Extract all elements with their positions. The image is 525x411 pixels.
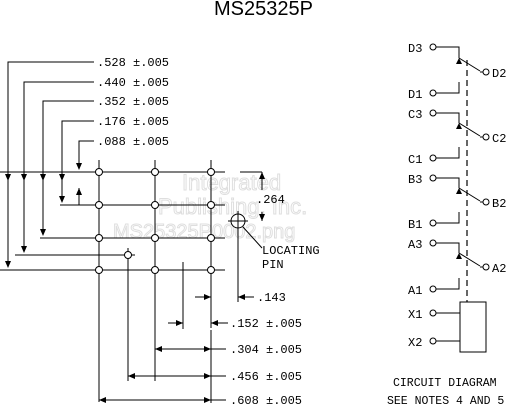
- terminal-label: A1: [408, 284, 422, 298]
- terminal-label: X1: [408, 308, 422, 322]
- terminal-label: B1: [408, 218, 422, 232]
- pin: [95, 234, 103, 242]
- dim-440: .440 ±.005: [97, 76, 169, 90]
- terminal-label: B3: [408, 173, 422, 187]
- pin: [95, 168, 103, 176]
- pin: [207, 266, 215, 274]
- circuit-note: SEE NOTES 4 AND 5: [387, 395, 504, 408]
- terminal-label: B2: [492, 197, 506, 211]
- pin: [151, 168, 159, 176]
- pin: [95, 201, 103, 209]
- dim-088: .088 ±.005: [97, 135, 169, 149]
- dim-528: .528 ±.005: [97, 56, 169, 70]
- pin: [151, 266, 159, 274]
- dim-456: .456 ±.005: [230, 370, 302, 384]
- dim-143: .143: [257, 291, 286, 305]
- watermark-line-1: Integrated: [182, 170, 281, 195]
- dim-152: .152 ±.005: [230, 317, 302, 331]
- terminal-label: A2: [492, 262, 506, 276]
- pin: [151, 234, 159, 242]
- pin: [207, 168, 215, 176]
- watermark-line-3: MS25325P0002.png: [113, 221, 295, 243]
- locating-pin-label: LOCATING: [262, 244, 320, 258]
- terminal-label: D3: [408, 42, 422, 56]
- terminal-label: A3: [408, 238, 422, 252]
- pin: [151, 201, 159, 209]
- pin: [95, 266, 103, 274]
- pin-layout: LOCATING PIN: [0, 160, 320, 402]
- left-dimensions: .528 ±.005 .440 ±.005 .352 ±.005 .176 ±.…: [5, 56, 169, 268]
- terminal-label: C2: [492, 132, 506, 146]
- terminal-label: D1: [408, 88, 422, 102]
- pin: [124, 251, 132, 259]
- pin: [207, 201, 215, 209]
- watermark: Integrated Publishing, Inc. MS25325P0002…: [113, 170, 308, 244]
- watermark-line-2: Publishing, Inc.: [158, 194, 307, 219]
- locating-pin-label-2: PIN: [262, 258, 284, 272]
- dim-176: .176 ±.005: [97, 115, 169, 129]
- dim-264: .264: [256, 193, 285, 207]
- coil-box: [459, 301, 487, 353]
- circuit-caption: CIRCUIT DIAGRAM: [393, 377, 497, 390]
- dim-352: .352 ±.005: [97, 95, 169, 109]
- dim-304: .304 ±.005: [230, 343, 302, 357]
- pin: [207, 234, 215, 242]
- side-dimension: .264: [240, 171, 285, 221]
- terminal-label: C1: [408, 153, 422, 167]
- drawing-title: MS25325P: [214, 0, 313, 20]
- terminal-label: C3: [408, 108, 422, 122]
- bottom-dimensions: .143 .152 ±.005 .304 ±.005 .456 ±.005 .6…: [99, 291, 302, 408]
- dim-608: .608 ±.005: [230, 394, 302, 408]
- terminal-label: D2: [492, 67, 506, 81]
- circuit-diagram: D3 D1 C3 C1 B3 B1 A3 A1 X1 X2 D2 C2 B2 A…: [387, 42, 506, 408]
- terminal-label: X2: [408, 336, 422, 350]
